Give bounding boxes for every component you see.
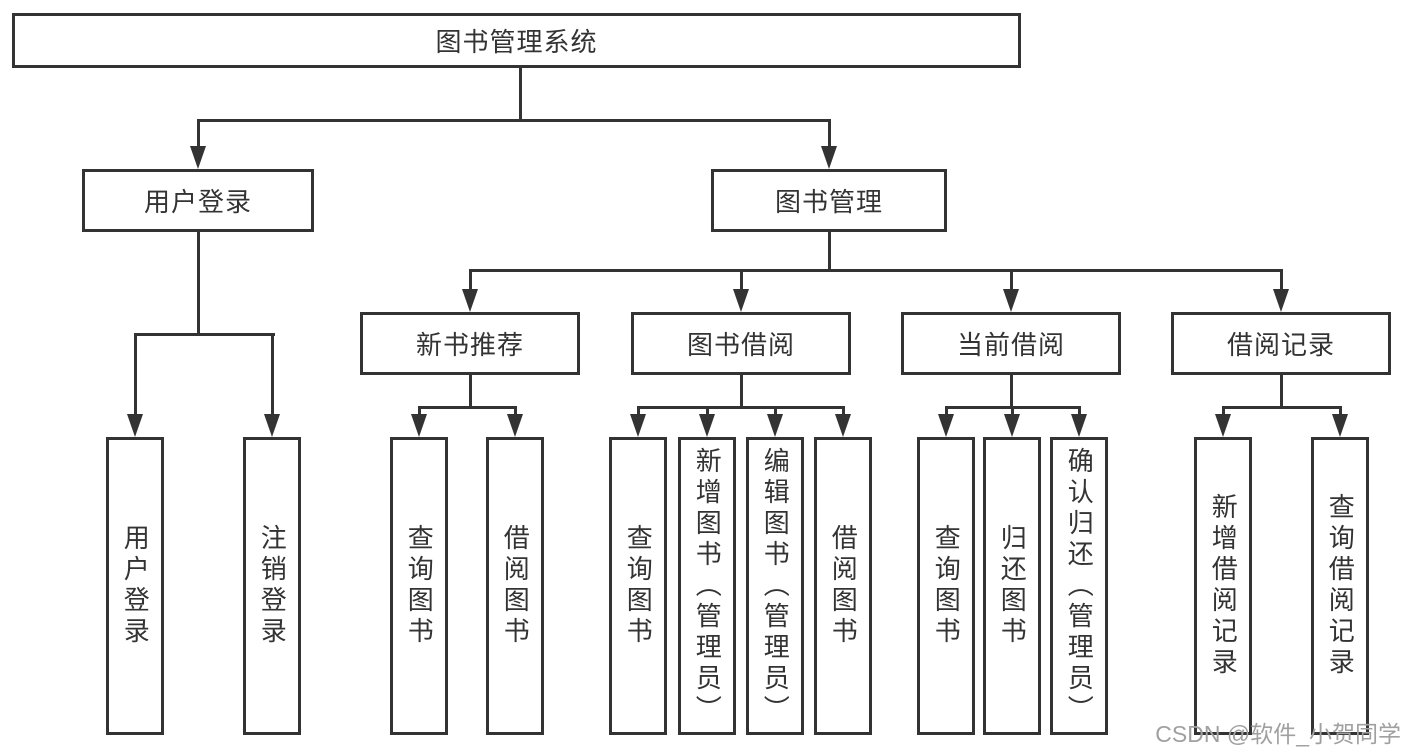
leaf-newbook-query-books-label: 查询图书 xyxy=(404,524,435,648)
v-line xyxy=(842,406,845,416)
v-line xyxy=(1010,269,1013,291)
node-new-book-recommend-label: 新书推荐 xyxy=(415,330,524,360)
v-line xyxy=(1339,406,1342,416)
leaf-confirm-return-admin: 确认归还（管理员） xyxy=(1050,437,1108,735)
arrowhead-down-icon xyxy=(1215,414,1231,437)
v-line xyxy=(828,119,831,147)
arrowhead-down-icon xyxy=(127,414,143,437)
node-library-system: 图书管理系统 xyxy=(12,13,1021,68)
leaf-return-books: 归还图书 xyxy=(983,437,1041,735)
v-line xyxy=(774,406,777,416)
leaf-query-borrow-record: 查询借阅记录 xyxy=(1311,437,1369,735)
leaf-confirm-return-admin-label: 确认归还（管理员） xyxy=(1064,446,1095,726)
v-line xyxy=(197,119,200,147)
v-line xyxy=(514,406,517,416)
arrowhead-down-icon xyxy=(1004,414,1020,437)
arrowhead-down-icon xyxy=(1003,289,1019,312)
node-borrow-records: 借阅记录 xyxy=(1171,312,1391,375)
v-line xyxy=(197,232,200,335)
leaf-current-query-books: 查询图书 xyxy=(917,437,975,735)
h-line xyxy=(197,119,831,122)
node-current-borrowing-label: 当前借阅 xyxy=(956,330,1065,360)
arrowhead-down-icon xyxy=(767,414,783,437)
node-book-management-label: 图书管理 xyxy=(774,187,883,217)
arrowhead-down-icon xyxy=(1332,414,1348,437)
node-new-book-recommend: 新书推荐 xyxy=(360,312,580,375)
leaf-user-login-label: 用户登录 xyxy=(120,524,151,648)
node-user-login-module: 用户登录 xyxy=(82,169,314,232)
leaf-newbook-query-books: 查询图书 xyxy=(390,437,448,735)
leaf-borrowing-borrow-books-label: 借阅图书 xyxy=(828,524,859,648)
h-line xyxy=(1222,406,1342,409)
v-line xyxy=(469,375,472,408)
node-borrow-records-label: 借阅记录 xyxy=(1226,330,1335,360)
h-line xyxy=(637,406,845,409)
node-library-system-label: 图书管理系统 xyxy=(435,27,598,57)
arrowhead-down-icon xyxy=(630,414,646,437)
leaf-current-query-books-label: 查询图书 xyxy=(931,524,962,648)
node-book-management: 图书管理 xyxy=(711,169,947,232)
leaf-newbook-borrow-books: 借阅图书 xyxy=(486,437,544,735)
v-line xyxy=(706,406,709,416)
h-line xyxy=(134,333,275,336)
arrowhead-down-icon xyxy=(190,146,206,169)
v-line xyxy=(469,269,472,291)
node-user-login-module-label: 用户登录 xyxy=(143,187,252,217)
v-line xyxy=(1222,406,1225,416)
v-line xyxy=(271,333,274,414)
csdn-watermark: CSDN @软件_小贺同学 xyxy=(1155,721,1401,747)
leaf-add-borrow-record-label: 新增借阅记录 xyxy=(1208,493,1239,679)
v-line xyxy=(1280,375,1283,408)
leaf-add-borrow-record: 新增借阅记录 xyxy=(1194,437,1252,735)
leaf-logout: 注销登录 xyxy=(243,437,301,735)
v-line xyxy=(1010,375,1013,408)
node-current-borrowing: 当前借阅 xyxy=(901,312,1121,375)
v-line xyxy=(637,406,640,416)
arrowhead-down-icon xyxy=(938,414,954,437)
v-line xyxy=(418,406,421,416)
node-book-borrowing-label: 图书借阅 xyxy=(686,330,795,360)
arrowhead-down-icon xyxy=(835,414,851,437)
leaf-add-books-admin-label: 新增图书（管理员） xyxy=(692,446,723,726)
node-book-borrowing: 图书借阅 xyxy=(631,312,851,375)
leaf-logout-label: 注销登录 xyxy=(257,524,288,648)
v-line xyxy=(134,333,137,414)
v-line xyxy=(519,67,522,121)
h-line xyxy=(418,406,517,409)
arrowhead-down-icon xyxy=(264,414,280,437)
arrowhead-down-icon xyxy=(1071,414,1087,437)
v-line xyxy=(740,375,743,408)
h-line xyxy=(469,269,1282,272)
v-line xyxy=(1078,406,1081,416)
leaf-return-books-label: 归还图书 xyxy=(997,524,1028,648)
arrowhead-down-icon xyxy=(821,146,837,169)
leaf-borrowing-borrow-books: 借阅图书 xyxy=(814,437,872,735)
arrowhead-down-icon xyxy=(507,414,523,437)
leaf-add-books-admin: 新增图书（管理员） xyxy=(678,437,736,735)
arrowhead-down-icon xyxy=(411,414,427,437)
leaf-borrowing-query-books: 查询图书 xyxy=(609,437,667,735)
v-line xyxy=(740,269,743,291)
arrowhead-down-icon xyxy=(733,289,749,312)
leaf-borrowing-query-books-label: 查询图书 xyxy=(623,524,654,648)
arrowhead-down-icon xyxy=(1273,289,1289,312)
leaf-edit-books-admin-label: 编辑图书（管理员） xyxy=(760,446,791,726)
leaf-user-login: 用户登录 xyxy=(106,437,164,735)
leaf-query-borrow-record-label: 查询借阅记录 xyxy=(1325,493,1356,679)
v-line xyxy=(1280,269,1283,291)
arrowhead-down-icon xyxy=(462,289,478,312)
v-line xyxy=(828,232,831,271)
leaf-newbook-borrow-books-label: 借阅图书 xyxy=(500,524,531,648)
leaf-edit-books-admin: 编辑图书（管理员） xyxy=(746,437,804,735)
v-line xyxy=(945,406,948,416)
v-line xyxy=(1011,406,1014,416)
arrowhead-down-icon xyxy=(699,414,715,437)
